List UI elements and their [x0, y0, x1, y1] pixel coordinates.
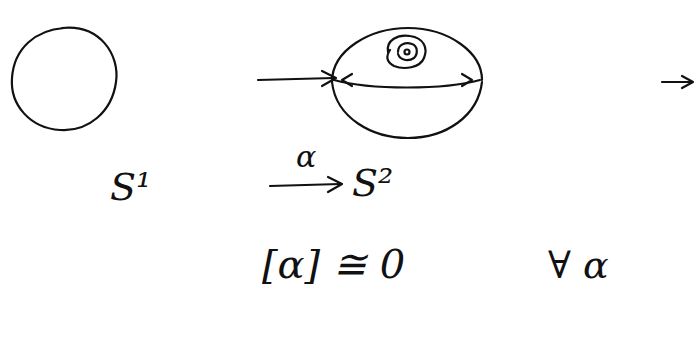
- space-label: S²: [352, 164, 393, 202]
- equator-mark: [342, 74, 352, 86]
- arrow-line: [662, 81, 692, 83]
- sphere-top: [332, 28, 482, 82]
- map-label: α: [296, 142, 316, 172]
- loop: [387, 36, 425, 68]
- arrow-line: [270, 184, 340, 186]
- equator-mark: [462, 74, 472, 86]
- sphere-bottom: [332, 82, 482, 138]
- loop: [398, 43, 417, 60]
- arrow-line: [258, 78, 334, 80]
- circle: [12, 28, 117, 130]
- equator: [334, 80, 480, 88]
- point: [405, 50, 410, 55]
- quantifier: ∀ α: [548, 246, 609, 284]
- arrow-head: [328, 177, 342, 192]
- statement: [α] ≅ 0: [262, 244, 405, 284]
- space-label: S¹: [110, 168, 151, 206]
- arrow-head: [682, 76, 693, 88]
